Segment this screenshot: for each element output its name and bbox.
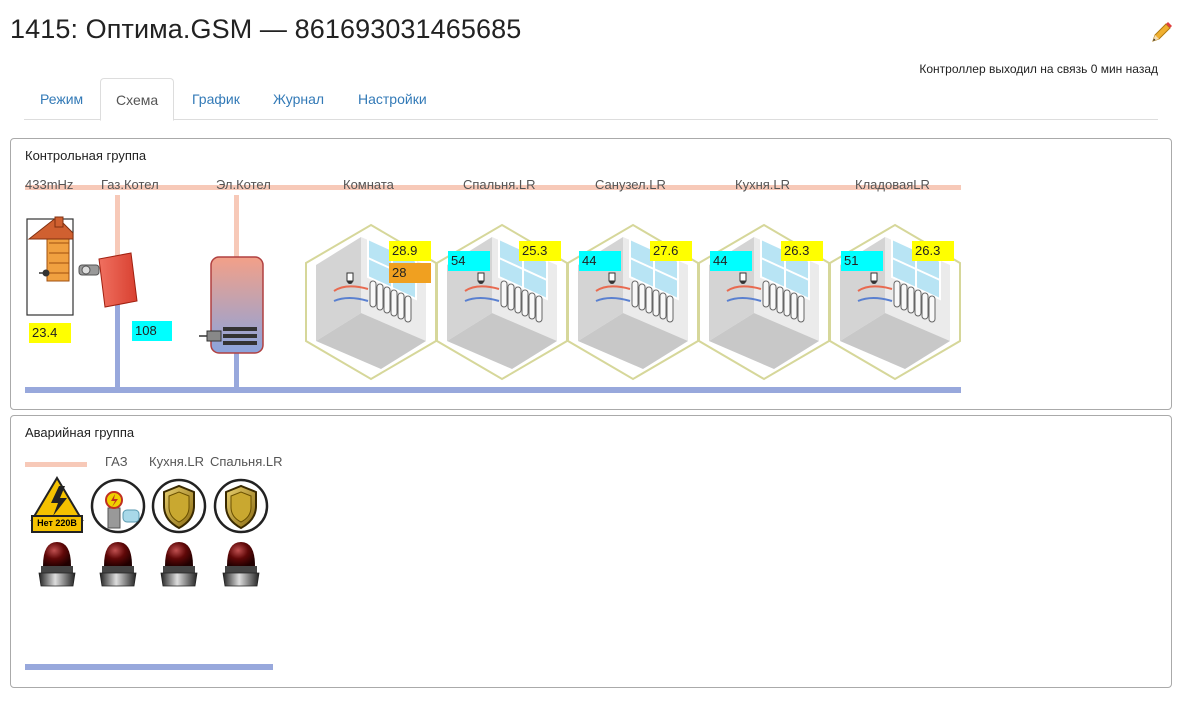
device-label-electric-boiler: Эл.Котел [216, 177, 271, 192]
room-temp-value: 28.9 [389, 241, 431, 261]
room-temp-value: 26.3 [912, 241, 954, 261]
tab-mode[interactable]: Режим [40, 91, 84, 107]
gas-boiler-value: 108 [132, 321, 172, 341]
alarm-beacon-icon [222, 542, 260, 587]
control-scheme-svg [25, 185, 961, 393]
tab-scheme[interactable]: Схема [100, 78, 175, 121]
gas-boiler-icon [78, 252, 138, 308]
room-temp-value: 27.6 [650, 241, 692, 261]
edit-pencil-icon[interactable] [1146, 18, 1174, 46]
room-humidity-value: 44 [710, 251, 752, 271]
control-group-title: Контрольная группа [25, 148, 147, 163]
room-setpoint-value: 28 [389, 263, 431, 283]
alarm-label-gas: ГАЗ [105, 454, 128, 469]
connection-status: Контроллер выходил на связь 0 мин назад [919, 62, 1158, 76]
outdoor-temp-value: 23.4 [29, 323, 71, 343]
room-temp-value: 25.3 [519, 241, 561, 261]
shield-icon [151, 478, 207, 534]
room-humidity-value: 44 [579, 251, 621, 271]
room-label: Спальня.LR [463, 177, 536, 192]
hot-pipe [25, 185, 961, 190]
no-power-badge-text: Нет 220В [37, 518, 77, 528]
house-sensor-icon [26, 216, 74, 316]
alarm-beacon-icon [38, 542, 76, 587]
room-label: Комната [343, 177, 394, 192]
room-label: Санузел.LR [595, 177, 666, 192]
room-humidity-value: 51 [841, 251, 883, 271]
room-icon [567, 223, 699, 381]
alarm-label-bedroom: Спальня.LR [210, 454, 283, 469]
page-title: 1415: Оптима.GSM — 861693031465685 [10, 14, 522, 44]
room-temp-value: 26.3 [781, 241, 823, 261]
room-label: КладоваяLR [855, 177, 930, 192]
cold-pipe [25, 387, 961, 393]
room-label: Кухня.LR [735, 177, 791, 192]
control-group-panel: Контрольная группа [10, 138, 1172, 410]
alarm-label-kitchen: Кухня.LR [149, 454, 205, 469]
gas-valve-icon [90, 478, 146, 534]
tab-bar: Режим Схема График Журнал Настройки [24, 78, 1158, 121]
tab-journal[interactable]: Журнал [273, 91, 325, 107]
room-humidity-value: 54 [448, 251, 490, 271]
alarm-scheme-svg [25, 462, 273, 670]
alarm-group-title: Аварийная группа [25, 425, 135, 440]
tab-chart[interactable]: График [192, 91, 240, 107]
alarm-beacon-icon [99, 542, 137, 587]
power-warning-icon [30, 476, 84, 533]
tab-settings[interactable]: Настройки [358, 91, 427, 107]
electric-boiler-icon [199, 256, 264, 354]
device-label-433mhz: 433mHz [25, 177, 74, 192]
device-label-gas-boiler: Газ.Котел [101, 177, 159, 192]
alarm-group-panel: Аварийная группа ГАЗ Кухня.LR Спальня.LR… [10, 415, 1172, 688]
alarm-beacon-icon [160, 542, 198, 587]
shield-icon [213, 478, 269, 534]
